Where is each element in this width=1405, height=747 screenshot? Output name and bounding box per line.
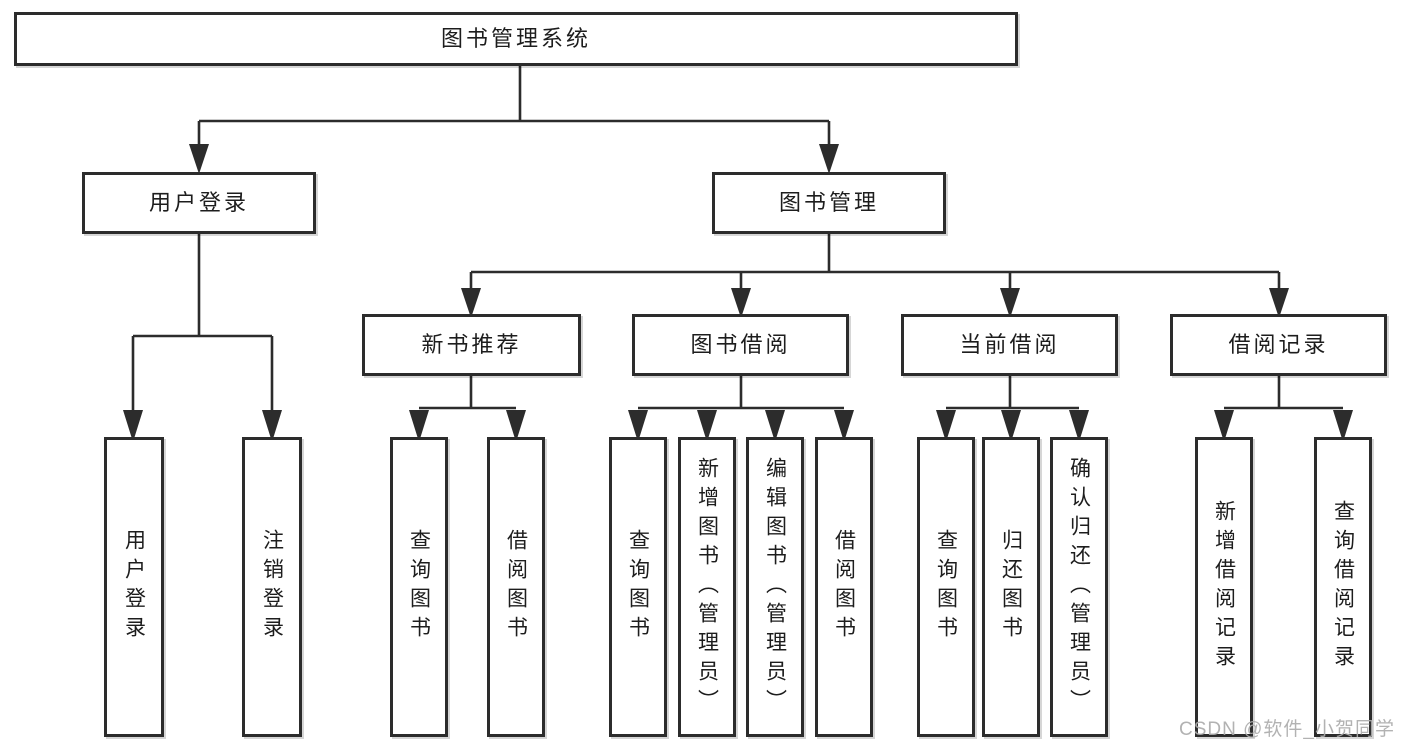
node-label: 新增图书（管理员） (695, 456, 719, 718)
node-library-system: 图书管理系统 (14, 12, 1018, 66)
node-label: 用户登录 (148, 189, 249, 215)
node-label: 图书借阅 (690, 331, 791, 357)
leaf-borrowing-query-book: 查询图书 (609, 437, 667, 737)
node-user-login: 用户登录 (82, 172, 316, 234)
node-label: 查询图书 (407, 529, 431, 645)
node-book-borrowing: 图书借阅 (632, 314, 849, 376)
node-label: 图书管理 (778, 189, 879, 215)
node-label: 编辑图书（管理员） (763, 456, 787, 718)
node-label: 新书推荐 (421, 331, 522, 357)
leaf-current-query-book: 查询图书 (917, 437, 975, 737)
leaf-user-login: 用户登录 (104, 437, 164, 737)
node-label: 归还图书 (999, 529, 1023, 645)
node-label: 用户登录 (122, 529, 146, 645)
node-current-borrowing: 当前借阅 (901, 314, 1118, 376)
node-label: 新增借阅记录 (1212, 500, 1236, 674)
node-label: 查询借阅记录 (1331, 500, 1355, 674)
leaf-borrowing-borrow-book: 借阅图书 (815, 437, 873, 737)
node-label: 注销登录 (260, 529, 284, 645)
csdn-watermark: CSDN @软件_小贺同学 (1179, 719, 1395, 740)
leaf-borrowing-add-book-admin: 新增图书（管理员） (678, 437, 736, 737)
leaf-records-add-record: 新增借阅记录 (1195, 437, 1253, 737)
node-label: 借阅图书 (504, 529, 528, 645)
leaf-current-confirm-return-admin: 确认归还（管理员） (1050, 437, 1108, 737)
node-label: 当前借阅 (959, 331, 1060, 357)
leaf-logout: 注销登录 (242, 437, 302, 737)
node-borrowing-records: 借阅记录 (1170, 314, 1387, 376)
leaf-borrowing-edit-book-admin: 编辑图书（管理员） (746, 437, 804, 737)
node-label: 确认归还（管理员） (1067, 456, 1091, 718)
leaf-recommend-borrow-book: 借阅图书 (487, 437, 545, 737)
node-label: 查询图书 (934, 529, 958, 645)
leaf-records-query-record: 查询借阅记录 (1314, 437, 1372, 737)
node-label: 查询图书 (626, 529, 650, 645)
node-label: 借阅记录 (1228, 331, 1329, 357)
node-label: 借阅图书 (832, 529, 856, 645)
node-new-book-recommend: 新书推荐 (362, 314, 581, 376)
leaf-recommend-query-book: 查询图书 (390, 437, 448, 737)
node-label: 图书管理系统 (440, 25, 591, 51)
node-book-management: 图书管理 (712, 172, 946, 234)
leaf-current-return-book: 归还图书 (982, 437, 1040, 737)
